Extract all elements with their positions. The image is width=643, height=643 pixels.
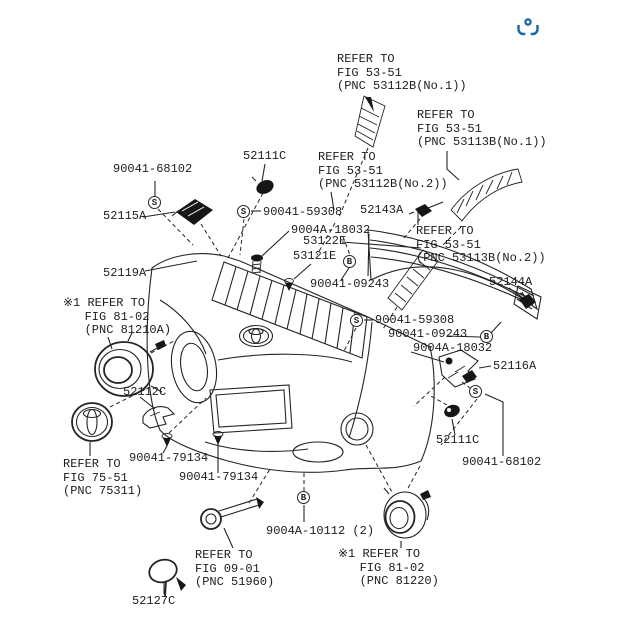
part-label-53122e: 53122E <box>303 234 347 248</box>
screw-90041-79134-first <box>161 433 173 447</box>
bolt-9004a-18032-upper <box>251 254 263 274</box>
part-label-90041-79134-first: 90041-79134 <box>129 451 209 465</box>
fastener-symbol-b-5: B <box>480 330 493 343</box>
fastener-symbol-b-4: B <box>343 255 356 268</box>
retainer-52115a <box>171 199 213 225</box>
fastener-symbol-s-1: S <box>237 205 250 218</box>
part-label-9004a-18032-lower: 9004A-18032 <box>413 341 493 355</box>
part-label-90041-59308-upper: 90041-59308 <box>263 205 343 219</box>
part-label-52127c: 52127C <box>132 594 176 608</box>
part-label-90041-59308-lower: 90041-59308 <box>375 313 455 327</box>
radiator-grille-upper <box>367 229 542 320</box>
clip-52144a <box>519 291 536 309</box>
ref-note-fig53-51-pnc53113b-no1: REFER TO FIG 53-51 (PNC 53113B(No.1)) <box>417 108 547 149</box>
fastener-symbol-b-6: B <box>297 491 310 504</box>
part-label-52143a: 52143A <box>360 203 404 217</box>
front-bumper-cover <box>146 253 435 473</box>
hook-52127c <box>148 558 186 597</box>
ref-note-fig53-51-pnc53112b-no1: REFER TO FIG 53-51 (PNC 53112B(No.1)) <box>337 52 467 93</box>
part-label-90041-79134-second: 90041-79134 <box>179 470 259 484</box>
part-label-52116a: 52116A <box>493 359 537 373</box>
fastener-symbol-s-0: S <box>148 196 161 209</box>
part-label-90041-68102-left: 90041-68102 <box>113 162 193 176</box>
fastener-symbol-s-2: S <box>350 314 363 327</box>
fog-lamp-right <box>383 487 431 539</box>
fog-lamp-left <box>94 332 166 397</box>
screw-90041-79134-second <box>212 431 224 445</box>
garnish-strip-right-2 <box>387 249 439 311</box>
part-label-90041-09243-upper: 90041-09243 <box>310 277 390 291</box>
clip-52143a <box>408 204 432 217</box>
ref-note-fig09-01-pnc51960: REFER TO FIG 09-01 (PNC 51960) <box>195 548 275 589</box>
fastener-symbol-s-3: S <box>469 385 482 398</box>
part-label-52111c-right: 52111C <box>436 433 480 447</box>
clip-52112c <box>142 406 176 429</box>
tow-hook-eyebolt <box>200 497 264 530</box>
corner-brackets-face-icon <box>515 16 541 40</box>
part-label-52112c: 52112C <box>123 385 167 399</box>
part-label-52119a: 52119A <box>103 266 147 280</box>
part-label-52115a: 52115A <box>103 209 147 223</box>
grommet-52111c-right <box>444 404 460 418</box>
part-label-53121e: 53121E <box>293 249 337 263</box>
ref-note-fig75-51-pnc75311: REFER TO FIG 75-51 (PNC 75311) <box>63 457 143 498</box>
part-label-90041-68102-right: 90041-68102 <box>462 455 542 469</box>
ref-note-fig53-51-pnc53113b-no2: REFER TO FIG 53-51 (PNC 53113B(No.2)) <box>416 224 546 265</box>
toyota-emblem <box>71 402 113 442</box>
part-label-52111c-top: 52111C <box>243 149 287 163</box>
ref-note-fig81-02-pnc81210a: ※1 REFER TO FIG 81-02 (PNC 81210A) <box>63 296 172 337</box>
part-label-9004a-18032-upper: 9004A-18032 <box>291 223 371 237</box>
part-label-52144a: 52144A <box>489 275 533 289</box>
ref-note-fig53-51-pnc53112b-no2: REFER TO FIG 53-51 (PNC 53112B(No.2)) <box>318 150 448 191</box>
bracket-52116a <box>438 349 479 388</box>
part-label-90041-09243-lower: 90041-09243 <box>388 327 468 341</box>
grommet-52111c-top <box>251 176 274 195</box>
screw-53121e <box>284 278 294 291</box>
part-label-9004a-10112: 9004A-10112 (2) <box>266 524 375 538</box>
garnish-strip-right-1 <box>450 168 523 222</box>
ref-note-fig81-02-pnc81220: ※1 REFER TO FIG 81-02 (PNC 81220) <box>338 547 439 588</box>
garnish-filler-top <box>354 95 386 148</box>
